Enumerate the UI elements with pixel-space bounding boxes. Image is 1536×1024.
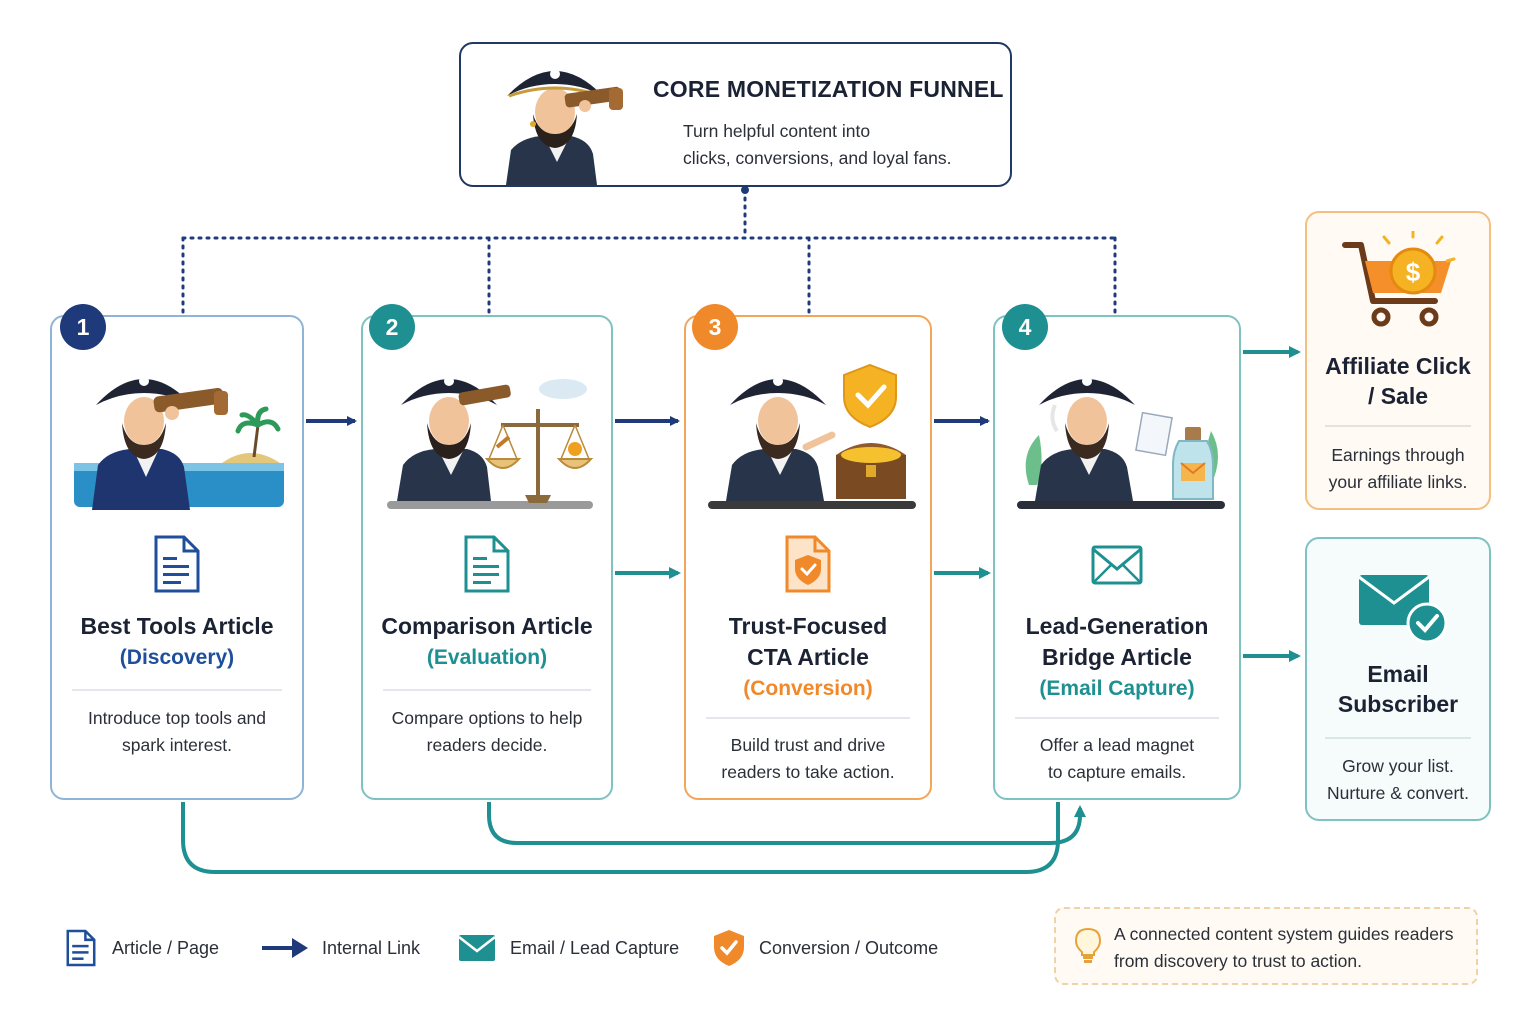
step-badge-4: 4 (1002, 304, 1048, 350)
document-icon (154, 535, 200, 593)
shield-document-icon (785, 535, 831, 593)
header-connector-dot (741, 186, 749, 194)
legend-item-conversion: Conversion / Outcome (713, 928, 938, 968)
stage-phase: (Discovery) (119, 646, 235, 669)
stage-card-evaluation: Comparison Article (Evaluation) Compare … (361, 315, 613, 800)
loop-from-card-1 (181, 802, 1060, 874)
summary-note-text: A connected content system guides reader… (1114, 924, 1454, 971)
outcome-email-subscriber: Email Subscriber Grow your list. Nurture… (1305, 537, 1491, 821)
step-badge-3: 3 (692, 304, 738, 350)
envelope-icon (458, 935, 496, 961)
outcome-title: Affiliate Click / Sale (1325, 353, 1471, 409)
envelope-icon (1091, 545, 1143, 585)
legend-item-internal-link: Internal Link (262, 928, 420, 968)
pirate-spyglass-illustration (506, 69, 623, 185)
summary-note: A connected content system guides reader… (1054, 907, 1478, 985)
svg-text:$: $ (1406, 257, 1421, 287)
lightbulb-icon (1074, 927, 1102, 963)
divider (72, 689, 282, 691)
pirate-treasure-chest-illustration (708, 363, 916, 509)
outcome-affiliate-sale: $ Affiliate Click / Sale Earnings throug… (1305, 211, 1491, 510)
shopping-cart-coin-icon: $ (1342, 231, 1456, 327)
legend-item-article: Article / Page (64, 928, 219, 968)
header-title: CORE MONETIZATION FUNNEL (653, 76, 1004, 102)
outcome-description: Grow your list. Nurture & convert. (1327, 756, 1469, 803)
legend-label: Article / Page (112, 937, 220, 958)
header-subtitle: Turn helpful content into clicks, conver… (683, 121, 952, 168)
divider (1015, 717, 1219, 719)
stage-card-conversion: Trust-Focused CTA Article (Conversion) B… (684, 315, 932, 800)
divider (1325, 737, 1471, 739)
stage-card-email-capture: Lead-Generation Bridge Article (Email Ca… (993, 315, 1241, 800)
stage-title: Best Tools Article (Discovery) (60, 611, 294, 673)
lead-capture-arrows (181, 346, 1301, 874)
divider (383, 689, 591, 691)
arrow-icon (262, 938, 308, 958)
step-badge-1: 1 (60, 304, 106, 350)
dotted-connector-tree (181, 188, 1117, 315)
envelope-check-icon (1358, 575, 1448, 644)
stage-description: Offer a lead magnet to capture emails. (1039, 735, 1195, 782)
legend-label: Email / Lead Capture (510, 937, 680, 958)
stage-description: Compare options to help readers decide. (391, 708, 583, 755)
stage-phase: (Email Capture) (1039, 677, 1195, 700)
document-icon (66, 929, 96, 967)
stage-title: Lead-Generation Bridge Article (Email Ca… (1003, 611, 1231, 704)
pirate-message-bottle-illustration (1017, 376, 1225, 509)
step-badge-2: 2 (369, 304, 415, 350)
legend-item-email: Email / Lead Capture (458, 928, 679, 968)
outcome-title: Email Subscriber (1337, 661, 1459, 717)
legend-label: Conversion / Outcome (759, 937, 939, 958)
pirate-scales-illustration (387, 376, 594, 509)
stage-description: Introduce top tools and spark interest. (87, 708, 267, 755)
loop-from-card-2 (487, 802, 1086, 845)
document-icon (464, 535, 510, 593)
pirate-spyglass-island-illustration (74, 376, 284, 510)
divider (706, 717, 910, 719)
shield-check-icon (714, 930, 744, 966)
stage-title: Comparison Article (Evaluation) (371, 611, 603, 673)
stage-phase: (Conversion) (743, 677, 873, 700)
legend-label: Internal Link (322, 937, 421, 958)
stage-card-discovery: Best Tools Article (Discovery) Introduce… (50, 315, 304, 800)
outcome-description: Earnings through your affiliate links. (1328, 445, 1468, 492)
stage-phase: (Evaluation) (426, 646, 548, 669)
divider (1325, 425, 1471, 427)
stage-title: Trust-Focused CTA Article (Conversion) (694, 611, 922, 704)
header-box: CORE MONETIZATION FUNNEL Turn helpful co… (459, 42, 1012, 187)
stage-description: Build trust and drive readers to take ac… (721, 735, 895, 782)
